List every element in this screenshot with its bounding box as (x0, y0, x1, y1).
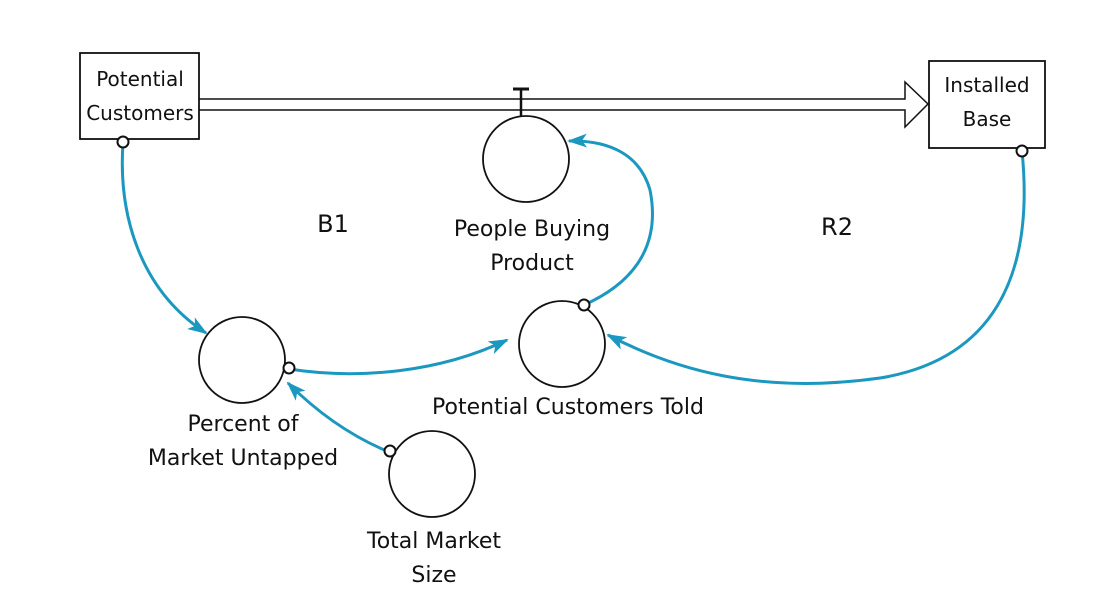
link-origin-dot (116, 135, 130, 149)
flow-pipe (199, 80, 930, 129)
link-origins (116, 135, 1029, 458)
link-installed-to-told (606, 150, 1026, 385)
aux-label-line: Potential Customers Told (432, 395, 704, 420)
stock-label-line: Customers (86, 101, 194, 125)
link-total-to-percent (286, 381, 390, 454)
link-told-to-buying (567, 133, 654, 307)
stock-label-line: Installed (944, 73, 1029, 97)
loop-label-b1: B1 (317, 210, 349, 238)
link-origin-dot (1015, 144, 1029, 158)
link-origin-dot (577, 298, 591, 312)
stock-label-line: Base (963, 107, 1012, 131)
aux-label-line: Size (411, 563, 456, 588)
aux-label-line: Percent of (188, 412, 300, 437)
flow-valve (513, 87, 529, 116)
flow-label-line: Product (490, 251, 574, 276)
causal-links (120, 133, 1026, 454)
stock-potential-customers: Potential Customers (79, 52, 200, 140)
aux-label-line: Total Market (366, 529, 501, 554)
stock-installed-base: Installed Base (928, 60, 1046, 149)
link-origin-dot (383, 444, 397, 458)
aux-total-market-size: Total Market Size (366, 430, 501, 588)
aux-potential-customers-told: Potential Customers Told (432, 300, 704, 420)
stock-label-line: Potential (96, 67, 184, 91)
loop-label-r2: R2 (821, 213, 853, 241)
link-percent-to-told (288, 338, 509, 376)
flow-people-buying-product: People Buying Product (454, 115, 610, 276)
link-customers-to-percent (120, 142, 208, 335)
flow-label-line: People Buying (454, 217, 610, 242)
link-origin-dot (282, 361, 296, 375)
aux-percent-of-market-untapped: Percent of Market Untapped (148, 316, 338, 471)
aux-label-line: Market Untapped (148, 446, 338, 471)
